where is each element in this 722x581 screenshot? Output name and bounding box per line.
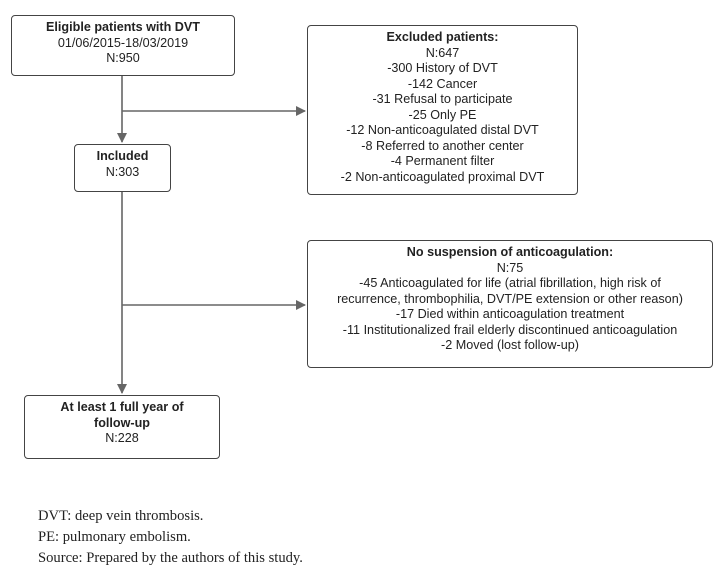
eligible-patients-box: Eligible patients with DVT 01/06/2015-18… [11,15,235,76]
no-suspension-count: N:75 [496,260,524,275]
included-box: Included N:303 [74,144,171,192]
eligible-count: N:950 [106,51,140,65]
footnotes: DVT: deep vein thrombosis. PE: pulmonary… [38,506,303,569]
followup-box: At least 1 full year of follow-up N:228 [24,395,220,459]
excluded-patients-box: Excluded patients: N:647 -300 History of… [307,25,578,195]
excluded-item: -12 Non-anticoagulated distal DVT [346,123,539,137]
excluded-count: N:647 [425,45,460,60]
excluded-item: -8 Referred to another center [361,138,524,153]
followup-title-line: follow-up [94,415,150,430]
excluded-item: -142 Cancer [407,76,478,91]
no-suspension-item: recurrence, thrombophilia, DVT/PE extens… [337,291,683,306]
no-suspension-box: No suspension of anticoagulation: N:75 -… [307,240,713,368]
excluded-item: -2 Non-anticoagulated proximal DVT [340,169,545,184]
no-suspension-item: -11 Institutionalized frail elderly disc… [342,322,678,337]
no-suspension-item: -45 Anticoagulated for life (atrial fibr… [359,276,661,290]
no-suspension-item: -17 Died within anticoagulation treatmen… [395,307,625,321]
no-suspension-item: -2 Moved (lost follow-up) [441,338,579,352]
footnote-source: Source: Prepared by the authors of this … [38,550,303,566]
excluded-title: Excluded patients: [386,30,499,44]
followup-title-line: At least 1 full year of [60,400,184,414]
no-suspension-title: No suspension of anticoagulation: [406,245,614,259]
followup-count: N:228 [105,431,139,445]
excluded-item: -25 Only PE [408,107,477,122]
footnote-dvt: DVT: deep vein thrombosis. [38,508,204,524]
footnote-pe: PE: pulmonary embolism. [38,529,191,545]
excluded-item: -300 History of DVT [387,61,498,75]
excluded-item: -4 Permanent filter [390,154,495,168]
excluded-item: -31 Refusal to participate [372,92,513,106]
eligible-date-range: 01/06/2015-18/03/2019 [57,35,189,50]
included-title: Included [96,149,149,163]
eligible-title: Eligible patients with DVT [46,20,200,34]
included-count: N:303 [105,164,140,179]
